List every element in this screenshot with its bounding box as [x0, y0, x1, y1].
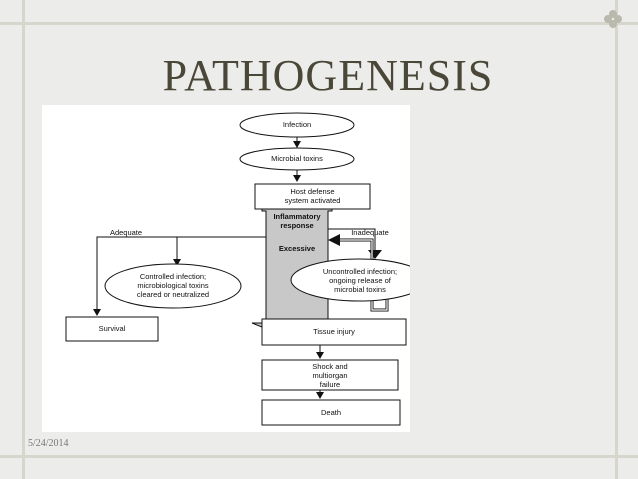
- controlled-label-1: Controlled infection;: [139, 272, 207, 281]
- shock-label-2: multiorgan: [312, 371, 348, 380]
- page-title: PATHOGENESIS: [162, 51, 494, 100]
- controlled-label-3: cleared or neutralized: [136, 290, 210, 299]
- slide-date: 5/24/2014: [28, 438, 69, 449]
- inadequate-label: Inadequate: [351, 228, 389, 237]
- inadequate-branch-line: [328, 228, 376, 255]
- death-node: [261, 399, 401, 426]
- uncontrolled-label-3: microbial toxins: [334, 285, 386, 294]
- tissue-injury-label: Tissue injury: [313, 327, 355, 336]
- uncontrolled-label-1: Uncontrolled infection;: [322, 267, 398, 276]
- inflammatory-label-2: response: [280, 221, 314, 230]
- adequate-label: Adequate: [109, 228, 143, 237]
- feedback-arrowhead: [328, 234, 340, 246]
- clover-icon: [604, 10, 622, 28]
- inflammatory-label-1: Inflammatory: [273, 212, 321, 221]
- controlled-label-2: microbiological toxins: [137, 281, 209, 290]
- uncontrolled-infection-node: [290, 258, 410, 302]
- adequate-branch-line: [93, 236, 266, 316]
- excessive-label: Excessive: [278, 244, 316, 253]
- uncontrolled-label-2: ongoing release of: [329, 276, 391, 285]
- survival-node: [65, 316, 159, 342]
- slide-frame-vertical: [22, 0, 618, 479]
- controlled-infection-node: [104, 263, 242, 309]
- shock-node: [261, 359, 399, 391]
- host-defense-label-1: Host defense: [290, 187, 335, 196]
- host-defense-node: [254, 183, 371, 210]
- infection-label: Infection: [282, 120, 312, 129]
- survival-label: Survival: [98, 324, 126, 333]
- diagram-graphics: [65, 112, 410, 426]
- host-defense-label-2: system activated: [284, 196, 341, 205]
- death-label: Death: [320, 408, 341, 417]
- tissue-injury-node: [261, 318, 407, 346]
- slide-frame-horizontal: [0, 22, 638, 458]
- pathogenesis-diagram: Infection Microbial toxins Host defense …: [42, 105, 410, 432]
- inadequate-arrowhead: [368, 250, 382, 259]
- shock-label-3: failure: [319, 380, 341, 389]
- microbial-toxins-label: Microbial toxins: [271, 154, 323, 163]
- shock-label-1: Shock and: [312, 362, 348, 371]
